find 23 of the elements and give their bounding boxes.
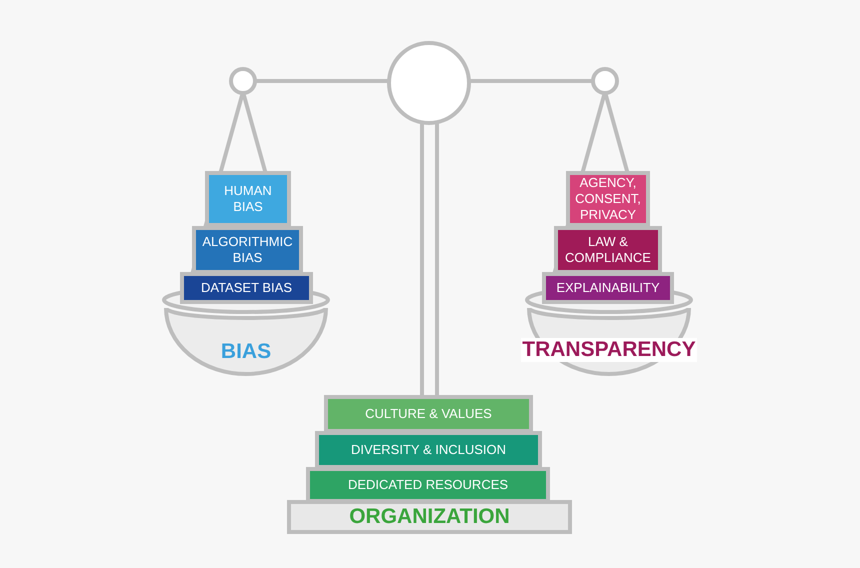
block-label: ALGORITHMIC BIAS bbox=[201, 234, 294, 266]
block-label: HUMAN BIAS bbox=[223, 183, 273, 215]
category-block bbox=[205, 171, 291, 227]
category-block bbox=[180, 272, 313, 304]
block-label: DIVERSITY & INCLUSION bbox=[350, 442, 506, 458]
category-title: BIAS bbox=[220, 340, 272, 364]
base-block bbox=[287, 500, 572, 534]
block-label: AGENCY, CONSENT, PRIVACY bbox=[574, 175, 642, 223]
category-block bbox=[542, 272, 674, 304]
scale-pan bbox=[519, 306, 699, 378]
block-label: CULTURE & VALUES bbox=[365, 406, 492, 422]
category-title: TRANSPARENCY bbox=[521, 338, 697, 362]
category-block bbox=[554, 226, 662, 274]
block-label: EXPLAINABILITY bbox=[556, 280, 660, 296]
category-block bbox=[192, 226, 303, 274]
category-block bbox=[566, 171, 650, 227]
block-label: LAW & COMPLIANCE bbox=[564, 234, 652, 266]
category-block bbox=[315, 431, 542, 469]
block-label: DEDICATED RESOURCES bbox=[348, 477, 508, 493]
block-label: DATASET BIAS bbox=[200, 280, 292, 296]
category-block bbox=[324, 395, 533, 433]
category-title: ORGANIZATION bbox=[349, 505, 510, 529]
category-block bbox=[306, 467, 550, 503]
